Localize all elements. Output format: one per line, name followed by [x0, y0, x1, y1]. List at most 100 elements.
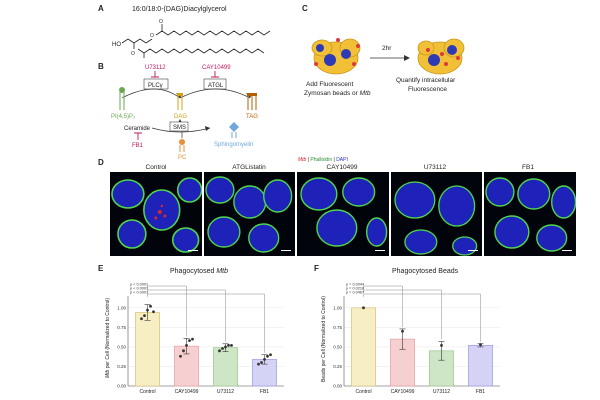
- pip2-label: PI(4,5)P₂: [111, 114, 136, 120]
- chart-f-data-point: [479, 343, 482, 346]
- chart-e-ylabel-rest: per Cell (Normalized to Control): [105, 298, 111, 370]
- chart-f-data-point: [440, 343, 443, 347]
- chart-f-x-tick-label: CAY10499: [391, 389, 415, 395]
- chart-e-data-point: [182, 349, 185, 353]
- macrophage-cells-before-icon: [311, 38, 361, 75]
- svg-text:O: O: [150, 33, 154, 39]
- tag-molecule-icon: [247, 93, 257, 110]
- chart-e-x-tick-label: CAY10499: [175, 389, 199, 395]
- ho-label: HO: [112, 42, 121, 48]
- panel-f-label: F: [314, 264, 319, 273]
- stain-legend: Mtb | Phalloidin | DAPI: [298, 157, 348, 163]
- chart-f-bar-u73112: [429, 350, 454, 387]
- chart-f-y-tick-label: 0.50: [333, 345, 342, 350]
- chart-e-significance-bracket: [147, 293, 265, 353]
- chart-e-bar-u73112: [213, 347, 238, 387]
- panel-a-label: A: [98, 4, 104, 13]
- tag-label: TAG: [246, 114, 258, 120]
- chart-e-data-point: [191, 337, 194, 341]
- chart-f-y-tick-label: 0.75: [333, 325, 342, 330]
- chart-f-pvalue-label: p = 0.0467: [346, 290, 364, 294]
- scale-bar: [468, 249, 479, 251]
- chart-e-data-point: [152, 310, 155, 314]
- chart-f-data-point: [362, 306, 365, 310]
- chart-e-ylabel: Mtb per Cell (Normalized to Control): [105, 298, 111, 378]
- svg-text:Zymosan beads or Mtb: Zymosan beads or Mtb: [304, 90, 371, 97]
- chart-e-y-tick-label: 0.25: [117, 364, 126, 369]
- chart-f-title: Phagocytosed Beads: [392, 268, 459, 275]
- plc-enzyme-label: PLCγ: [148, 83, 163, 89]
- chart-e-pvalue-label: p < 0.0001: [130, 282, 148, 286]
- chart-e-data-point: [185, 343, 188, 347]
- chart-e-data-point: [179, 354, 182, 358]
- chart-f-pvalue-label: p = 0.0218: [346, 286, 364, 290]
- chart-e-data-point: [218, 349, 221, 353]
- chart-e-data-point: [221, 347, 224, 350]
- scale-bar: [281, 249, 292, 251]
- chart-e-title: Phagocytosed Mtb: [170, 268, 228, 275]
- microscopy-strip: [110, 172, 576, 256]
- chart-e-title-italic: Mtb: [216, 268, 228, 275]
- chart-e-data-point: [143, 314, 146, 318]
- chart-f-ylabel: Beads per Cell (Normalized to Control): [321, 296, 327, 382]
- legend-mtb: Mtb: [298, 157, 307, 163]
- chart-e-y-tick-label: 1.00: [117, 305, 126, 310]
- chart-e-pvalue-label: p < 0.0001: [130, 286, 148, 290]
- micrograph-fb1: [484, 172, 576, 256]
- scale-bar: [187, 249, 198, 251]
- macrophage-cells-after-icon: [417, 38, 465, 75]
- chart-e-bar-cay10499: [174, 345, 199, 387]
- panel-b-label: B: [98, 62, 104, 71]
- chart-e-significance-bracket: [147, 285, 187, 337]
- sms-enzyme-box: [169, 121, 189, 132]
- chart-f-y-tick-label: 0.00: [333, 384, 342, 389]
- dag-molecule-icon: [177, 93, 183, 110]
- chart-f-x-tick-label: U73112: [433, 389, 450, 395]
- chart-e-data-point: [188, 339, 191, 343]
- chart-e-data-point: [146, 308, 149, 312]
- chart-e-data-point: [257, 362, 260, 366]
- scale-bar: [374, 249, 385, 251]
- micro-title-fb1: FB1: [522, 164, 534, 171]
- fb1-inhibitor-label: FB1: [132, 143, 144, 149]
- chart-e-pvalue-label: p < 0.0001: [130, 290, 148, 294]
- chart-e-data-point: [269, 353, 272, 357]
- incubation-time-label: 2hr: [382, 45, 392, 52]
- svg-text:O: O: [159, 19, 163, 25]
- chart-e-x-tick-label: Control: [139, 389, 155, 395]
- panel-c-label: C: [302, 4, 308, 13]
- chart-e-ylabel-italic: Mtb: [105, 369, 111, 378]
- atgl-enzyme-label: ATGL: [208, 83, 224, 89]
- chart-f-y-tick-label: 0.25: [333, 364, 342, 369]
- add-beads-line2: Zymosan beads or: [304, 90, 359, 97]
- quantify-line2: Fluorescence: [408, 86, 447, 93]
- chart-e-data-point: [260, 361, 263, 364]
- sms-enzyme-label: SMS: [173, 125, 186, 131]
- legend-separator-2: |: [332, 157, 337, 163]
- sphingomyelin-label: Sphingomyelin: [214, 142, 253, 148]
- ceramide-label: Ceramide: [124, 126, 151, 132]
- chart-f-significance-bracket: [363, 293, 481, 342]
- chart-e-data-point: [263, 358, 266, 361]
- cay10499-inhibitor-label: CAY10499: [202, 65, 231, 71]
- dag-structure-diagram: HO O O O: [112, 19, 271, 58]
- chart-e-data-point: [227, 343, 230, 347]
- micro-title-cay10499: CAY10499: [326, 164, 358, 171]
- chart-f-bar-fb1: [468, 344, 493, 387]
- micro-title-atglistatin: ATGListatin: [232, 164, 266, 171]
- add-beads-line1: Add Fluorescent: [306, 81, 354, 88]
- chart-e-data-point: [149, 304, 152, 308]
- panel-d-label: D: [98, 158, 104, 167]
- chart-f-x-tick-label: Control: [355, 389, 371, 395]
- chart-e-data-point: [266, 354, 269, 358]
- micrograph-u73112: [390, 172, 483, 256]
- dag-structure-title: 16:0/18:0-(DAG)Diacylglycerol: [132, 6, 227, 13]
- chart-e-data-point: [140, 317, 143, 321]
- micro-title-u73112: U73112: [423, 164, 447, 171]
- scale-bar: [561, 249, 572, 251]
- chart-f-bar-control: [351, 307, 376, 387]
- phagocytosis-assay-schematic: 2hr Add Fluorescent Zymosan beads or Mtb…: [304, 38, 465, 97]
- chart-e-y-tick-label: 0.00: [117, 384, 126, 389]
- sphingomyelin-molecule-icon: [229, 122, 239, 138]
- quantify-line1: Quantify intracellular: [396, 77, 456, 84]
